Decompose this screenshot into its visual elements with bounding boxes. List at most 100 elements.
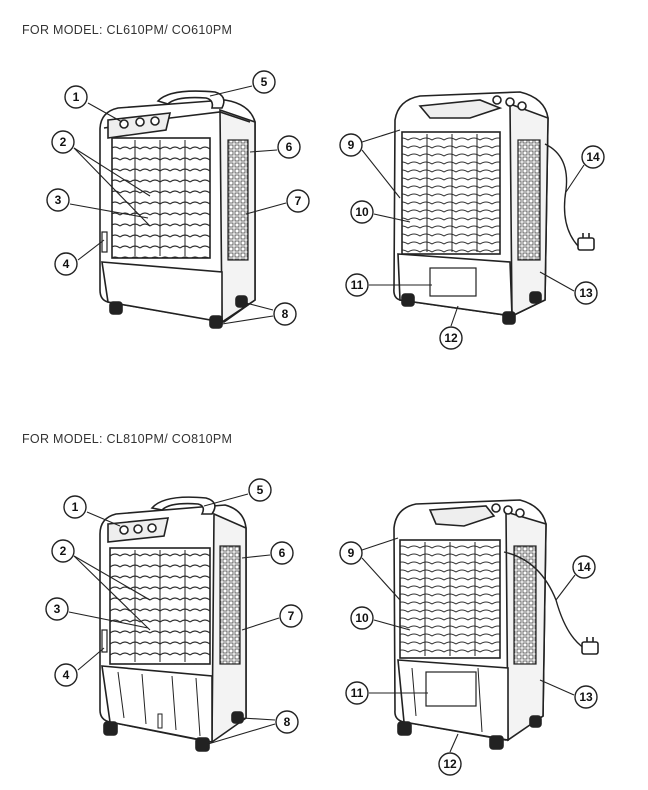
- callout-leader-line: [73, 147, 151, 227]
- callout-circle: [54, 252, 78, 276]
- callout-leader-line: [77, 239, 105, 261]
- callout-leader-line: [555, 574, 576, 601]
- callout-leader-line: [361, 149, 401, 199]
- callout-leader-line: [373, 213, 411, 223]
- callout-leader-line: [73, 147, 151, 197]
- callout-number: 12: [443, 757, 457, 771]
- callout-4: 4: [54, 663, 78, 687]
- callout-12: 12: [438, 752, 462, 776]
- callout-1: 1: [64, 85, 88, 109]
- callout-circle: [345, 681, 369, 705]
- callout-leader-line: [86, 511, 121, 527]
- callout-number: 2: [60, 135, 67, 149]
- callout-number: 6: [279, 546, 286, 560]
- callout-9: 9: [339, 133, 363, 157]
- callout-number: 10: [355, 205, 369, 219]
- callout-circle: [439, 326, 463, 350]
- callout-5: 5: [252, 70, 276, 94]
- callout-number: 3: [55, 193, 62, 207]
- model-heading-cl810: FOR MODEL: CL810PM/ CO810PM: [22, 432, 233, 446]
- callout-circle: [438, 752, 462, 776]
- callout-2: 2: [51, 539, 75, 563]
- callout-number: 14: [577, 560, 591, 574]
- callout-leader-line: [69, 203, 149, 219]
- callout-10: 10: [350, 200, 374, 224]
- callout-3: 3: [45, 597, 69, 621]
- callout-14: 14: [581, 145, 605, 169]
- callout-leader-line: [241, 554, 271, 559]
- callout-circle: [350, 200, 374, 224]
- callout-number: 9: [348, 546, 355, 560]
- callout-circle: [63, 495, 87, 519]
- callout-circle: [51, 130, 75, 154]
- callout-number: 4: [63, 257, 70, 271]
- callout-13: 13: [574, 685, 598, 709]
- callout-5: 5: [248, 478, 272, 502]
- callout-circle: [574, 685, 598, 709]
- callout-leader-line: [87, 102, 123, 123]
- callout-leader-line: [209, 85, 253, 97]
- callout-leader-line: [73, 555, 151, 631]
- callout-leader-line: [361, 537, 399, 551]
- callout-leader-line: [361, 557, 401, 601]
- callout-circle: [279, 604, 303, 628]
- cooler-front-cl810: [99, 496, 247, 752]
- callout-circle: [45, 597, 69, 621]
- callout-number: 2: [60, 544, 67, 558]
- callout-leader-line: [221, 315, 274, 325]
- callout-circle: [277, 135, 301, 159]
- callout-circle: [270, 541, 294, 565]
- callout-leader-line: [449, 733, 459, 753]
- callout-12: 12: [439, 326, 463, 350]
- callout-number: 13: [579, 286, 593, 300]
- callout-number: 1: [73, 90, 80, 104]
- callout-leader-line: [539, 679, 575, 696]
- cooler-rear-cl610: [393, 91, 595, 325]
- callout-leader-line: [565, 164, 585, 193]
- callout-leader-line: [373, 619, 411, 631]
- callout-circle: [54, 663, 78, 687]
- callout-number: 4: [63, 668, 70, 682]
- callout-number: 14: [586, 150, 600, 164]
- callout-3: 3: [46, 188, 70, 212]
- callout-leader-line: [203, 493, 249, 507]
- callout-number: 12: [444, 331, 458, 345]
- callout-leader-line: [249, 149, 278, 153]
- callout-8: 8: [275, 710, 299, 734]
- callout-circle: [252, 70, 276, 94]
- callout-7: 7: [279, 604, 303, 628]
- callout-circle: [51, 539, 75, 563]
- callout-number: 1: [72, 500, 79, 514]
- callout-13: 13: [574, 281, 598, 305]
- callout-circle: [46, 188, 70, 212]
- callout-circle: [345, 273, 369, 297]
- callout-1: 1: [63, 495, 87, 519]
- callout-4: 4: [54, 252, 78, 276]
- callout-number: 11: [351, 686, 364, 700]
- callout-9: 9: [339, 541, 363, 565]
- callout-number: 6: [286, 140, 293, 154]
- callout-leader-line: [245, 202, 287, 215]
- callout-leader-line: [73, 555, 151, 601]
- callout-circle: [275, 710, 299, 734]
- callout-number: 5: [261, 75, 268, 89]
- callout-leader-line: [68, 611, 149, 629]
- callout-circle: [581, 145, 605, 169]
- callout-2: 2: [51, 130, 75, 154]
- callout-leader-line: [450, 305, 459, 327]
- callout-8: 8: [273, 302, 297, 326]
- callout-6: 6: [270, 541, 294, 565]
- callout-number: 5: [257, 483, 264, 497]
- callout-circle: [64, 85, 88, 109]
- callout-6: 6: [277, 135, 301, 159]
- callout-circle: [339, 133, 363, 157]
- callout-circle: [574, 281, 598, 305]
- callout-circle: [248, 478, 272, 502]
- callout-circle: [339, 541, 363, 565]
- callout-leader-line: [539, 271, 575, 292]
- callout-leader-line: [361, 129, 401, 143]
- callout-circle: [273, 302, 297, 326]
- cooler-rear-cl810: [393, 499, 599, 750]
